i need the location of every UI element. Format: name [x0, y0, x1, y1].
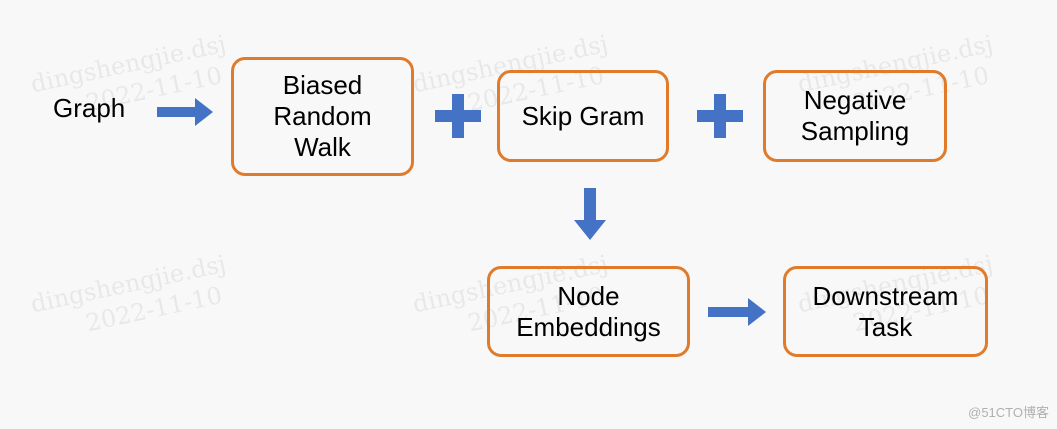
box-label-line: Downstream — [812, 280, 959, 311]
right-arrow-icon — [708, 298, 766, 326]
watermark: dingshengjie.dsj 2022-11-10 — [28, 249, 235, 349]
plus-icon — [435, 94, 481, 138]
box-label-line: Node — [557, 280, 620, 311]
plus-icon — [697, 94, 743, 138]
box-label-line: Sampling — [800, 116, 910, 146]
watermark-line-1: dingshengjie.dsj — [28, 29, 229, 99]
skip-gram-box: Skip Gram — [497, 70, 669, 162]
downstream-task-box: Downstream Task — [783, 266, 988, 357]
box-label-line: Task — [858, 311, 913, 342]
graph-label: Graph — [53, 93, 126, 123]
watermark-line-1: dingshengjie.dsj — [28, 249, 229, 319]
box-label-line: Walk — [294, 132, 351, 162]
biased-random-walk-box: Biased Random Walk — [231, 57, 414, 176]
box-label-line: Skip Gram — [521, 100, 645, 131]
box-label-line: Random — [273, 101, 372, 131]
down-arrow-icon — [574, 188, 606, 240]
negative-sampling-box: Negative Sampling — [763, 70, 947, 162]
box-label-line: Biased — [282, 70, 363, 100]
node-embeddings-box: Node Embeddings — [487, 266, 690, 357]
box-label-line: Negative — [803, 85, 907, 115]
box-label-line: Embeddings — [516, 311, 661, 342]
source-credit: @51CTO博客 — [968, 405, 1049, 420]
right-arrow-icon — [157, 98, 213, 126]
watermark-line-2: 2022-11-10 — [83, 281, 225, 338]
